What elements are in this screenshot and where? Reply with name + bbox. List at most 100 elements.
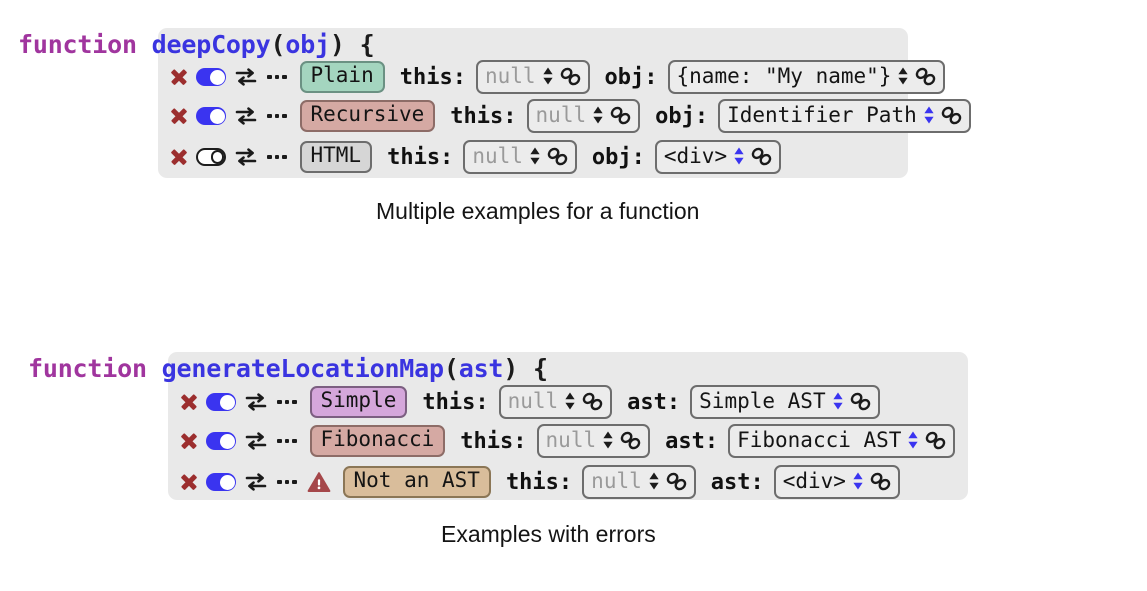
argument-value: {name: "My name"}: [676, 64, 892, 89]
argument-field[interactable]: null: [463, 140, 577, 174]
link-icon[interactable]: [610, 106, 631, 125]
argument-value: Simple AST: [699, 389, 826, 414]
enable-toggle[interactable]: [196, 68, 226, 86]
row-controls: [180, 431, 298, 451]
keyword-function: function: [28, 354, 147, 383]
link-icon[interactable]: [560, 67, 581, 86]
close-icon[interactable]: [180, 474, 197, 491]
argument-field[interactable]: Identifier Path: [718, 99, 971, 133]
argument-label: ast:: [627, 389, 681, 415]
link-icon[interactable]: [870, 472, 891, 491]
row-controls: [180, 392, 298, 412]
example-name-chip[interactable]: HTML: [299, 141, 373, 173]
argument-field[interactable]: <div>: [773, 465, 900, 499]
link-icon[interactable]: [582, 392, 603, 411]
close-paren: ): [329, 30, 345, 59]
argument-field[interactable]: Simple AST: [690, 385, 880, 419]
enable-toggle[interactable]: [206, 432, 236, 450]
open-paren: (: [443, 354, 459, 383]
more-icon[interactable]: [266, 74, 288, 80]
argument-value: null: [545, 428, 597, 453]
example-row: HTML this: null obj: <div>: [170, 140, 782, 174]
enable-toggle[interactable]: [206, 473, 236, 491]
argument-field[interactable]: null: [526, 99, 641, 133]
close-icon[interactable]: [170, 149, 187, 166]
argument-field[interactable]: {name: "My name"}: [667, 60, 946, 94]
stepper-icon[interactable]: [564, 391, 576, 411]
link-icon[interactable]: [666, 472, 687, 491]
argument-label: ast:: [665, 428, 719, 454]
argument-field[interactable]: <div>: [654, 140, 782, 174]
argument-label: obj:: [591, 144, 645, 170]
argument-label: this:: [450, 103, 517, 129]
swap-icon[interactable]: [245, 472, 267, 492]
close-icon[interactable]: [180, 394, 197, 411]
example-name-chip[interactable]: Recursive: [299, 100, 436, 132]
argument-field[interactable]: Fibonacci AST: [728, 424, 956, 458]
close-icon[interactable]: [170, 108, 187, 125]
argument-value: null: [484, 64, 536, 89]
swap-icon[interactable]: [245, 431, 267, 451]
stepper-icon[interactable]: [897, 66, 909, 86]
example-name-chip[interactable]: Simple: [309, 386, 408, 418]
keyword-function: function: [18, 30, 137, 59]
argument-label: obj:: [655, 103, 709, 129]
more-icon[interactable]: [266, 154, 288, 160]
swap-icon[interactable]: [235, 67, 257, 87]
row-controls: [170, 147, 288, 167]
argument-label: this:: [387, 144, 454, 170]
argument-value: null: [507, 389, 559, 414]
more-icon[interactable]: [276, 438, 298, 444]
swap-icon[interactable]: [245, 392, 267, 412]
example-row: Recursive this: null obj: Identifier Path: [170, 99, 971, 133]
example-name-chip[interactable]: Plain: [299, 61, 385, 93]
argument-value: null: [591, 469, 642, 494]
argument-field[interactable]: null: [498, 385, 613, 419]
stepper-icon[interactable]: [832, 391, 844, 411]
link-icon[interactable]: [850, 392, 871, 411]
argument-field[interactable]: null: [536, 424, 651, 458]
function-signature: function generateLocationMap(ast) {: [28, 354, 548, 383]
stepper-icon[interactable]: [529, 146, 541, 166]
function-parameter: obj: [285, 30, 330, 59]
link-icon[interactable]: [620, 431, 641, 450]
swap-icon[interactable]: [235, 147, 257, 167]
row-controls: [180, 471, 331, 493]
link-icon[interactable]: [915, 67, 936, 86]
stepper-icon[interactable]: [648, 471, 660, 491]
function-name[interactable]: deepCopy: [151, 30, 271, 59]
more-icon[interactable]: [266, 113, 288, 119]
link-icon[interactable]: [925, 431, 946, 450]
argument-label: this:: [505, 469, 573, 495]
warning-icon[interactable]: [307, 471, 331, 493]
stepper-icon[interactable]: [733, 146, 745, 166]
block-caption: Examples with errors: [441, 521, 656, 547]
stepper-icon[interactable]: [592, 105, 604, 125]
link-icon[interactable]: [547, 147, 568, 166]
enable-toggle[interactable]: [206, 393, 236, 411]
link-icon[interactable]: [751, 147, 772, 166]
argument-field[interactable]: null: [582, 465, 696, 499]
stepper-icon[interactable]: [542, 66, 554, 86]
close-icon[interactable]: [170, 69, 187, 86]
stepper-icon[interactable]: [907, 430, 919, 450]
example-name-chip[interactable]: Fibonacci: [309, 425, 446, 457]
more-icon[interactable]: [276, 399, 298, 405]
swap-icon[interactable]: [235, 106, 257, 126]
stepper-icon[interactable]: [852, 471, 864, 491]
enable-toggle[interactable]: [196, 148, 226, 166]
block-caption: Multiple examples for a function: [376, 198, 700, 224]
link-icon[interactable]: [941, 106, 962, 125]
stepper-icon[interactable]: [602, 430, 614, 450]
more-icon[interactable]: [276, 479, 298, 485]
enable-toggle[interactable]: [196, 107, 226, 125]
close-icon[interactable]: [180, 433, 197, 450]
argument-field[interactable]: null: [475, 60, 590, 94]
example-name-chip[interactable]: Not an AST: [342, 466, 491, 498]
argument-value: Identifier Path: [727, 103, 917, 128]
function-name[interactable]: generateLocationMap: [161, 354, 444, 383]
stepper-icon[interactable]: [923, 105, 935, 125]
